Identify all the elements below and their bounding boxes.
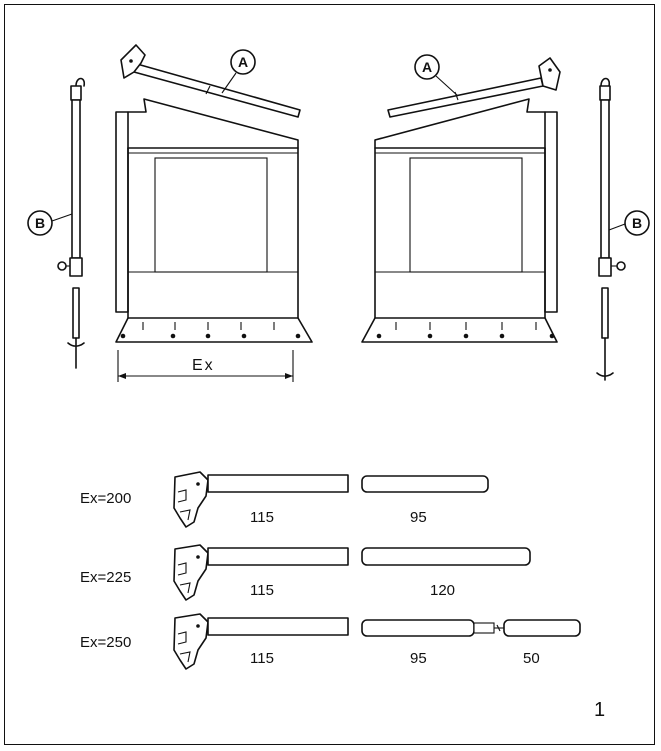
callout-a-right: A bbox=[422, 59, 432, 75]
rafter-a-right bbox=[387, 57, 561, 118]
callout-b-left: B bbox=[35, 215, 45, 231]
rafter-variant-225: Ex=225 115 120 bbox=[80, 544, 531, 601]
rafter-a-left bbox=[120, 44, 301, 118]
pole-b-right bbox=[596, 77, 626, 381]
ex-label: Ex=250 bbox=[80, 634, 131, 651]
ex-label: Ex=225 bbox=[80, 569, 131, 586]
extension-length: 50 bbox=[523, 650, 540, 667]
left-length: 115 bbox=[250, 509, 274, 526]
width-dimension-label: Ex bbox=[192, 357, 215, 374]
right-panel: A B bbox=[361, 54, 650, 381]
page-number: 1 bbox=[594, 699, 605, 721]
callout-a-left: A bbox=[238, 54, 248, 70]
pole-b-left bbox=[57, 77, 86, 369]
left-panel: Ex A B bbox=[27, 44, 313, 382]
callout-b-left-circle bbox=[27, 210, 53, 236]
figure-frame bbox=[4, 4, 655, 745]
left-length: 115 bbox=[250, 582, 274, 599]
callout-b-right: B bbox=[632, 215, 642, 231]
right-length: 95 bbox=[410, 650, 427, 667]
ex-label: Ex=200 bbox=[80, 490, 131, 507]
rafter-variant-250: Ex=250 115 95 50 bbox=[80, 613, 581, 670]
rafter-variant-200: Ex=200 115 95 bbox=[80, 471, 489, 528]
callout-a-left-circle bbox=[230, 49, 256, 75]
left-length: 115 bbox=[250, 650, 274, 667]
callout-b-right-circle bbox=[624, 210, 650, 236]
right-length: 95 bbox=[410, 509, 427, 526]
right-length: 120 bbox=[430, 582, 455, 599]
callout-a-right-circle bbox=[414, 54, 440, 80]
